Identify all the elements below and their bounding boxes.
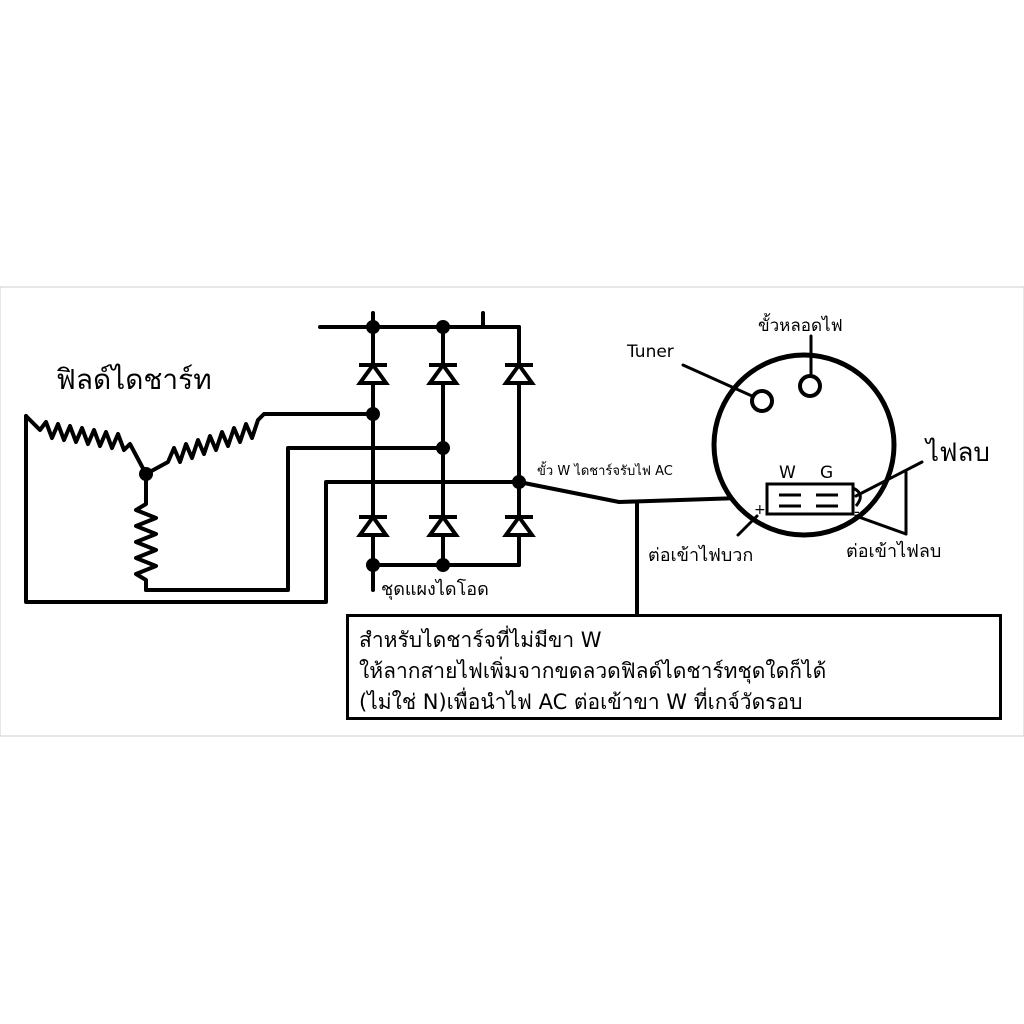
diode-lower-2: [426, 513, 460, 537]
star-neutral-node: [139, 467, 153, 481]
connect-negative-label: ต่อเข้าไฟลบ: [846, 540, 941, 562]
diode-lower-3: [502, 513, 536, 537]
lamp-terminal-hole: [798, 374, 822, 398]
note-line-1: สำหรับไดชาร์จที่ไม่มีขา W: [359, 628, 602, 652]
pin-w-label: W: [779, 463, 796, 483]
coil-left: [24, 414, 148, 476]
connect-positive-label: ต่อเข้าไฟบวก: [648, 544, 753, 566]
tachometer-gauge: [711, 352, 897, 538]
node: [366, 558, 380, 572]
coil-right: [144, 412, 273, 476]
note-line-2: ให้ลากสายไฟเพิ่มจากขดลวดฟิลด์ไดชาร์ทชุดใ…: [359, 659, 827, 683]
diode-bank-label: ชุดแผงไดโอด: [381, 578, 489, 600]
minus-sign: -: [854, 502, 860, 521]
plus-sign: +: [754, 502, 766, 518]
image-frame: [0, 286, 1024, 737]
diode-bridge: [318, 311, 526, 592]
node: [436, 558, 450, 572]
note-box: สำหรับไดชาร์จที่ไม่มีขา W ให้ลากสายไฟเพิ…: [346, 614, 1002, 720]
diodes: [356, 361, 536, 537]
lead-phase-2: [24, 414, 521, 604]
leader-plus: [736, 514, 759, 537]
diode-upper-3: [502, 361, 536, 385]
lamp-terminal-label: ขั้วหลอดไฟ: [758, 313, 843, 336]
diode-lower-1: [356, 513, 390, 537]
node: [436, 320, 450, 334]
tuner-label: Tuner: [626, 342, 674, 362]
node: [366, 320, 380, 334]
g-pin-hook: [852, 486, 862, 507]
lead-phase-3: [144, 446, 445, 592]
diode-upper-2: [426, 361, 460, 385]
node: [366, 407, 380, 421]
negative-label: ไฟลบ: [924, 437, 990, 468]
connector-block: [765, 482, 855, 516]
stator-star-winding: [24, 412, 273, 592]
field-coil-title: ฟิลด์ไดชาร์ท: [56, 363, 212, 396]
pin-g-label: G: [820, 463, 833, 483]
leader-minus: [854, 514, 908, 536]
stator-leads: [24, 412, 521, 604]
diode-upper-1: [356, 361, 390, 385]
tuner-hole: [750, 389, 774, 413]
w-wire: [517, 480, 772, 505]
leader-negative-1: [854, 460, 924, 498]
leader-tuner: [681, 363, 754, 398]
coil-bottom: [134, 472, 158, 592]
note-line-3: (ไม่ใช่ N)เพื่อนำไฟ AC ต่อเข้าขา W ที่เก…: [359, 690, 803, 714]
node: [436, 441, 450, 455]
w-terminal-label: ขั้ว W ไดชาร์จรับไฟ AC: [537, 461, 673, 479]
